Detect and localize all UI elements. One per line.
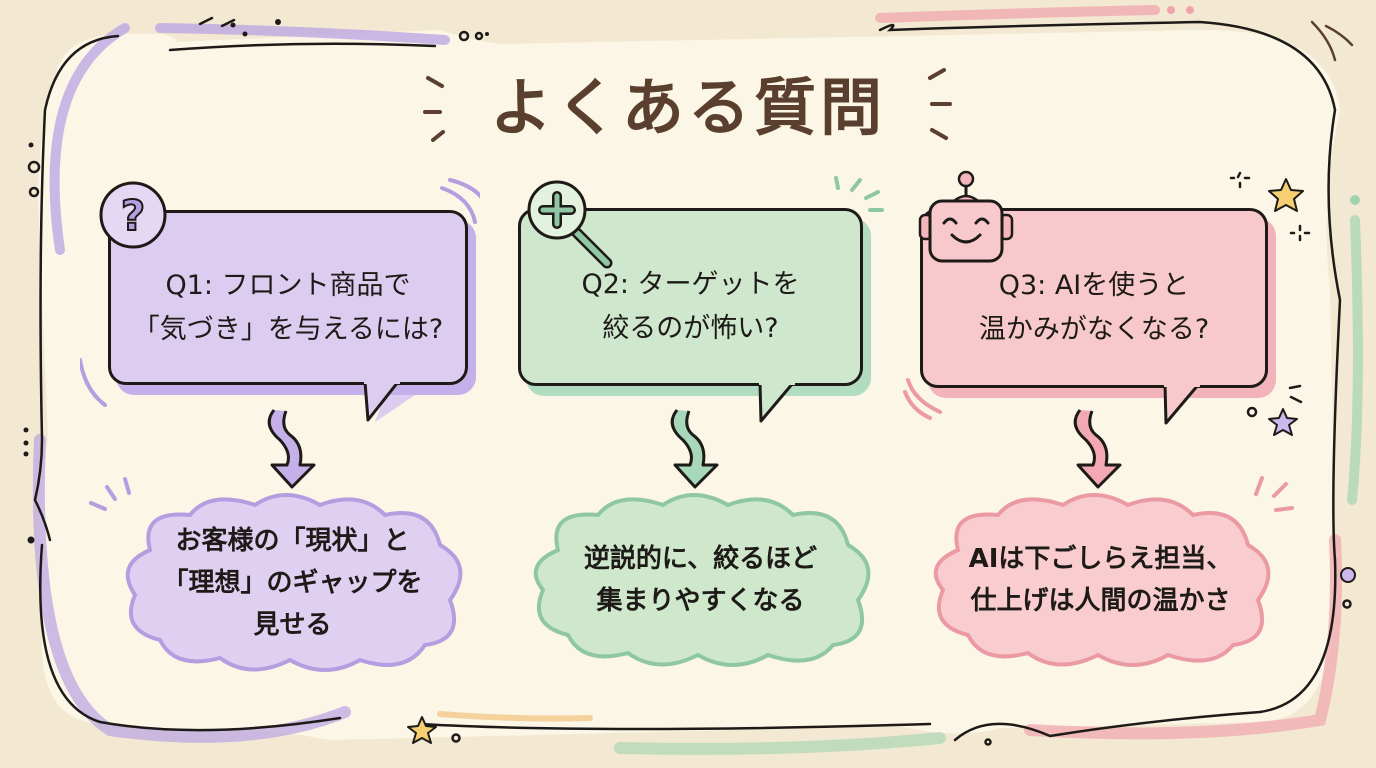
svg-text:?: ? xyxy=(121,191,145,240)
title-area: よくある質問 xyxy=(0,68,1376,149)
spark-lines xyxy=(834,176,884,212)
q2-question-text: Q2: ターゲットを 絞るのが怖い? xyxy=(581,269,800,344)
cloud-shape xyxy=(533,493,871,667)
motion-lines xyxy=(903,378,942,420)
robot-icon xyxy=(918,170,1014,263)
q2-answer-text: 逆説的に、絞るほど 集まりやすくなる xyxy=(583,544,818,616)
cloud-shape xyxy=(125,493,463,672)
spark-lines xyxy=(89,477,131,511)
question-mark-icon: ? xyxy=(99,181,167,249)
down-arrow-icon xyxy=(1073,409,1122,489)
page-title-text: よくある質問 xyxy=(489,71,886,144)
q2-answer-cloud: 逆説的に、絞るほど 集まりやすくなる xyxy=(518,490,883,670)
bubble-tail xyxy=(758,383,795,423)
cloud-shape xyxy=(933,493,1271,667)
q1-question-bubble: Q1: フロント商品で 「気づき」を与えるには? xyxy=(108,210,468,385)
bubble-tail xyxy=(363,382,400,422)
q3-question-text: Q3: AIを使うと 温かみがなくなる? xyxy=(978,270,1210,345)
bubble-tail xyxy=(1163,385,1200,425)
down-arrow-icon xyxy=(267,409,316,489)
q1-answer-text: お客様の「現状」と 「理想」のギャップを 見せる xyxy=(162,525,423,640)
q3-answer-cloud: AIは下ごしらえ担当、 仕上げは人間の温かさ xyxy=(918,490,1283,670)
page-title: よくある質問 xyxy=(479,68,897,149)
down-arrow-icon xyxy=(670,409,719,489)
q1-question-text: Q1: フロント商品で 「気づき」を与えるには? xyxy=(132,269,444,345)
spark-lines xyxy=(1254,476,1294,512)
magnifier-plus-icon xyxy=(527,180,613,269)
q3-answer-text: AIは下ごしらえ担当、 仕上げは人間の温かさ xyxy=(968,544,1233,616)
q1-answer-cloud: お客様の「現状」と 「理想」のギャップを 見せる xyxy=(110,490,475,675)
